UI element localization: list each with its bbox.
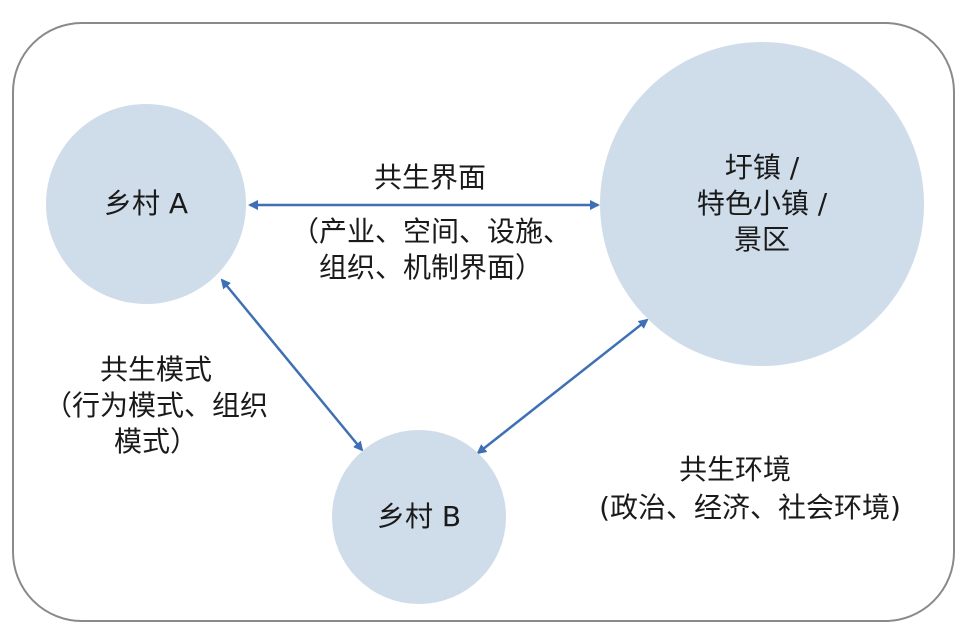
mode-title: 共生模式 [99, 353, 212, 386]
interface-detail: （产业、空间、设施、 组织、机制界面） [290, 215, 571, 284]
edge-mode-arrow [220, 278, 364, 452]
node-village-a-label: 乡村 A [103, 187, 189, 220]
node-village-b: 乡村 B [332, 430, 506, 604]
mode-detail: （行为模式、组织 模式） [43, 389, 268, 458]
node-town-label: 圩镇 / 特色小镇 / 景区 [696, 151, 828, 256]
interface-title: 共生界面 [373, 161, 486, 194]
edge-environment-arrow [476, 318, 649, 455]
environment-detail: (政治、经济、社会环境) [599, 491, 901, 524]
node-town: 圩镇 / 特色小镇 / 景区 [600, 42, 924, 366]
environment-title: 共生环境 [678, 453, 791, 486]
node-village-b-label: 乡村 B [376, 500, 462, 533]
node-village-a: 乡村 A [46, 104, 246, 304]
